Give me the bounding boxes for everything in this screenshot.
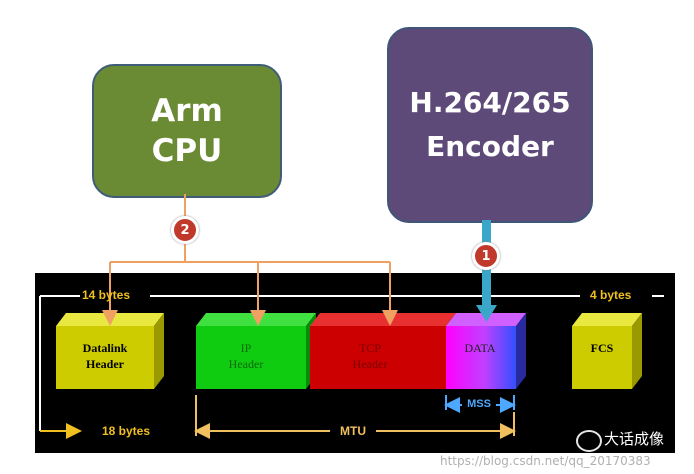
arm-cpu-box: Arm CPU (92, 64, 282, 198)
tcp-label-line2: Header (352, 357, 388, 371)
ip-label: IP Header (196, 340, 296, 372)
left-bytes-label: 14 bytes (82, 288, 131, 302)
encoder-label-line2: Encoder (426, 130, 554, 163)
datalink-label: Datalink Header (56, 340, 154, 372)
right-bytes-label: 4 bytes (590, 288, 632, 302)
encoder-arrow (476, 220, 497, 322)
tcp-label: TCP Header (310, 340, 430, 372)
mss-label: MSS (467, 398, 491, 410)
datalink-label-line2: Header (86, 357, 124, 371)
mtu-label: MTU (340, 424, 366, 438)
encoder-box: H.264/265 Encoder (387, 27, 593, 223)
watermark-brand: 大话成像 (604, 430, 665, 448)
ip-header-block (196, 313, 316, 389)
step-badge-2: 2 (171, 216, 199, 244)
fcs-label: FCS (590, 341, 614, 355)
watermark-url: https://blog.csdn.net/qq_20170383 (440, 454, 651, 468)
arm-cpu-label-line1: Arm (151, 93, 223, 129)
encoder-label-line1: H.264/265 (409, 86, 571, 119)
watermark-logo-icon (576, 430, 602, 452)
data-block (446, 313, 526, 389)
data-label: DATA (464, 341, 496, 355)
total-bytes-label: 18 bytes (102, 424, 151, 438)
fcs-block (572, 313, 642, 389)
ip-label-line1: IP (240, 341, 252, 355)
tcp-header-block (310, 313, 456, 389)
arm-cpu-label-line2: CPU (151, 133, 223, 169)
step-badge-1: 1 (472, 242, 500, 270)
tcp-label-line1: TCP (358, 341, 381, 355)
ip-label-line2: Header (228, 357, 264, 371)
datalink-label-line1: Datalink (82, 341, 128, 355)
